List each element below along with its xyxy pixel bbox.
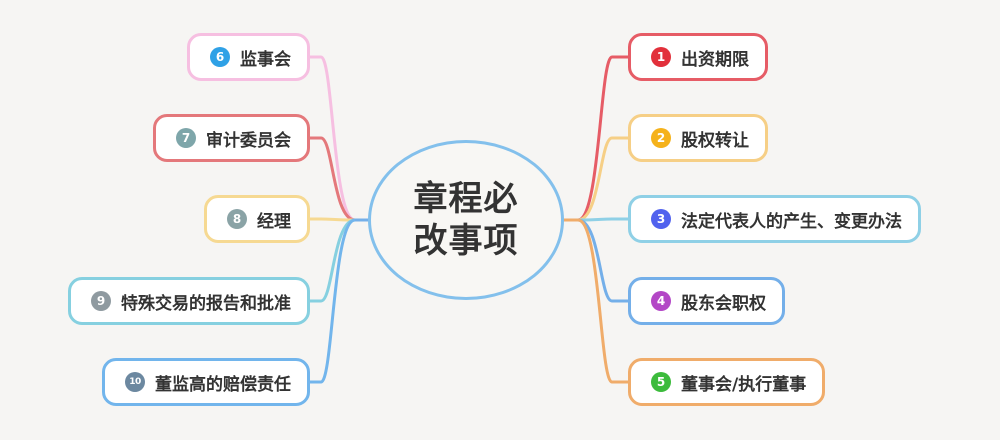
number-badge: 10 [125, 372, 145, 392]
number-badge: 8 [227, 209, 247, 229]
branch-node-6[interactable]: 6 监事会 [187, 33, 310, 81]
branch-node-10[interactable]: 10 董监高的赔偿责任 [102, 358, 310, 406]
branch-node-8[interactable]: 8 经理 [204, 195, 310, 243]
branch-node-3[interactable]: 3 法定代表人的产生、变更办法 [628, 195, 921, 243]
branch-node-1[interactable]: 1 出资期限 [628, 33, 768, 81]
connector-n1 [576, 55, 631, 222]
branch-node-9[interactable]: 9 特殊交易的报告和批准 [68, 277, 310, 325]
branch-label: 法定代表人的产生、变更办法 [681, 211, 902, 232]
number-badge: 2 [651, 128, 671, 148]
number-badge: 5 [651, 372, 671, 392]
central-topic-title: 章程必改事项 [413, 179, 519, 261]
connector-n2 [576, 136, 631, 222]
branch-label: 出资期限 [681, 49, 749, 70]
branch-label: 监事会 [240, 49, 291, 70]
connector-n4 [576, 218, 631, 303]
connector-n5 [576, 218, 631, 384]
branch-label: 董事会/执行董事 [681, 374, 807, 395]
branch-label: 审计委员会 [206, 130, 291, 151]
number-badge: 6 [210, 47, 230, 67]
number-badge: 7 [176, 128, 196, 148]
branch-label: 股权转让 [681, 130, 749, 151]
branch-node-5[interactable]: 5 董事会/执行董事 [628, 358, 826, 406]
connector-n7 [307, 136, 357, 222]
connector-n6 [307, 55, 357, 222]
branch-node-4[interactable]: 4 股东会职权 [628, 277, 785, 325]
connector-n8 [307, 217, 357, 222]
connector-n9 [307, 218, 357, 303]
number-badge: 9 [91, 291, 111, 311]
branch-label: 股东会职权 [681, 293, 766, 314]
number-badge: 3 [651, 209, 671, 229]
central-topic[interactable]: 章程必改事项 [368, 140, 564, 300]
branch-node-2[interactable]: 2 股权转让 [628, 114, 768, 162]
number-badge: 4 [651, 291, 671, 311]
number-badge: 1 [651, 47, 671, 67]
branch-label: 特殊交易的报告和批准 [121, 293, 291, 314]
branch-label: 经理 [257, 211, 291, 232]
connector-n10 [307, 218, 357, 384]
connector-n3 [576, 217, 631, 222]
branch-node-7[interactable]: 7 审计委员会 [153, 114, 310, 162]
branch-label: 董监高的赔偿责任 [155, 374, 291, 395]
